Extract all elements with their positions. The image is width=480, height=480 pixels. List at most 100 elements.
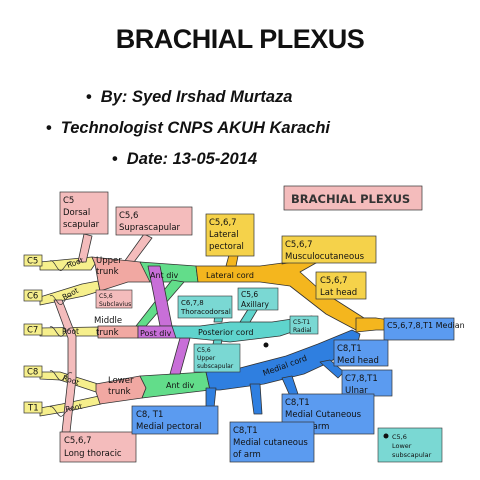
lat-head-1: C5,6,7 xyxy=(320,276,348,286)
author-bullet: •By: Syed Irshad Murtaza xyxy=(86,88,293,106)
medial-cut-arm-branch xyxy=(249,383,263,415)
label-med-head: C8,T1 Med head xyxy=(333,339,389,367)
root-label-c8: C8 xyxy=(27,368,38,378)
root-word-t1: Root xyxy=(65,402,84,414)
page-title: BRACHIAL PLEXUS xyxy=(115,24,365,54)
ant-div-label: Ant div xyxy=(150,271,179,280)
plexus-body xyxy=(39,233,391,433)
upper-trunk-label-2: trunk xyxy=(96,267,119,277)
axillary-1: C5,6 xyxy=(241,290,258,299)
long-thoracic-1: C5,6,7 xyxy=(64,436,92,446)
upper-subscapular-2: Upper xyxy=(197,355,216,362)
ulnar-1: C7,8,T1 xyxy=(345,374,378,384)
subclavius-1: C5,6 xyxy=(99,293,113,300)
medial-pectoral-1: C8, T1 xyxy=(136,410,163,420)
upper-trunk-label-1: Upper xyxy=(96,256,122,266)
lower-ant-div-shape xyxy=(139,371,211,399)
legend-lower-subscapular: C5,6 Lower subscapular xyxy=(377,427,443,463)
medial-cut-arm-1: C8,T1 xyxy=(233,426,258,436)
date-bullet: •Date: 13-05-2014 xyxy=(112,150,258,168)
musculocutaneous-2: Musculocutaneous xyxy=(285,252,365,262)
label-axillary: C5,6 Axillary xyxy=(237,287,279,311)
affiliation-text: Technologist CNPS AKUH Karachi xyxy=(60,119,331,137)
lower-trunk-label-1: Lower xyxy=(108,376,134,386)
lower-post-div-shape xyxy=(169,337,191,375)
root-labels: C5 C6 C7 C8 T1 xyxy=(23,254,43,414)
label-long-thoracic: C5,6,7 Long thoracic xyxy=(59,431,137,463)
root-box-c6 xyxy=(23,289,43,302)
label-lat-head: C5,6,7 Lat head xyxy=(315,271,367,300)
medial-cut-arm-3: of arm xyxy=(233,450,261,460)
author-text: By: Syed Irshad Murtaza xyxy=(100,88,293,106)
median-text: C5,6,7,8,T1 Median xyxy=(387,321,465,330)
root-box-c8 xyxy=(23,365,43,378)
medial-cut-arm-2: Medial cutaneous xyxy=(233,438,308,448)
post-div-label: Post div xyxy=(140,329,172,338)
lower-trunk-label-2: trunk xyxy=(108,387,131,397)
root-label-c5: C5 xyxy=(27,257,38,267)
lateral-pectoral-3: pectoral xyxy=(209,242,244,252)
thoracodorsal-1: C6,7,8 xyxy=(181,299,204,307)
label-dorsal-scapular: C5 Dorsal scapular xyxy=(59,191,109,235)
label-medial-pectoral: C8, T1 Medial pectoral xyxy=(131,405,219,435)
radial-1: C5-T1 xyxy=(293,319,310,326)
root-word-c7: Root xyxy=(62,327,79,336)
medial-pectoral-branch xyxy=(205,387,217,409)
subclavius-2: Subclavius xyxy=(99,301,131,308)
legend-line-3: subscapular xyxy=(392,451,432,459)
banner-text: BRACHIAL PLEXUS xyxy=(291,192,410,206)
label-lateral-pectoral: C5,6,7 Lateral pectoral xyxy=(205,213,255,257)
medial-cut-forearm-2: Medial Cutaneous xyxy=(285,410,362,420)
label-suprascapular: C5,6 Suprascapular xyxy=(115,206,193,236)
affiliation-bullet: •Technologist CNPS AKUH Karachi xyxy=(46,119,331,137)
date-text: Date: 13-05-2014 xyxy=(126,150,258,168)
label-medial-cut-arm: C8,T1 Medial cutaneous of arm xyxy=(229,421,315,463)
posterior-cord-label: Posterior cord xyxy=(198,328,253,337)
root-box-t1 xyxy=(23,401,43,414)
suprascapular-1: C5,6 xyxy=(119,211,138,221)
lat-head-2: Lat head xyxy=(320,288,357,298)
legend-line-2: Lower xyxy=(392,442,412,450)
medial-cut-forearm-1: C8,T1 xyxy=(285,398,310,408)
thoracodorsal-2: Thoracodorsal xyxy=(180,308,231,316)
label-upper-subscapular: C5,6 Upper subscapular xyxy=(193,343,241,373)
dorsal-scapular-branch xyxy=(77,233,93,263)
med-head-1: C8,T1 xyxy=(337,344,362,354)
middle-trunk-label-1: Middle xyxy=(94,316,122,326)
upper-subscapular-3: subscapular xyxy=(197,363,234,370)
lateral-pectoral-1: C5,6,7 xyxy=(209,218,237,228)
label-radial: C5-T1 Radial xyxy=(289,315,319,335)
middle-trunk-label-2: trunk xyxy=(96,328,119,338)
label-thoracodorsal: C6,7,8 Thoracodorsal xyxy=(177,295,233,319)
musculocutaneous-1: C5,6,7 xyxy=(285,240,313,250)
ant-div-lower-label: Ant div xyxy=(166,381,195,390)
ulnar-2: Ulnar xyxy=(345,386,368,396)
root-box-c7 xyxy=(23,323,43,336)
lower-subscapular-dot xyxy=(263,342,269,348)
dorsal-scapular-2: Dorsal xyxy=(63,208,90,218)
dorsal-scapular-3: scapular xyxy=(63,220,100,230)
label-musculocutaneous: C5,6,7 Musculocutaneous xyxy=(281,235,377,264)
trunk-labels: Upper trunk Middle trunk Lower trunk xyxy=(94,256,134,397)
radial-2: Radial xyxy=(293,327,312,334)
suprascapular-2: Suprascapular xyxy=(119,223,181,233)
root-box-c5 xyxy=(23,254,43,267)
root-label-c7: C7 xyxy=(27,326,38,336)
legend-line-1: C5,6 xyxy=(392,433,407,441)
label-median: C5,6,7,8,T1 Median xyxy=(383,317,465,341)
root-label-c6: C6 xyxy=(27,292,38,302)
root-twists xyxy=(49,260,73,417)
suprascapular-branch xyxy=(123,233,153,263)
upper-subscapular-1: C5,6 xyxy=(197,347,211,354)
axillary-2: Axillary xyxy=(241,300,269,309)
lateral-pectoral-2: Lateral xyxy=(209,230,239,240)
medial-cut-forearm-branch xyxy=(281,375,299,397)
medial-pectoral-2: Medial pectoral xyxy=(136,422,202,432)
long-thoracic-2: Long thoracic xyxy=(64,449,122,459)
lateral-cord-label: Lateral cord xyxy=(206,271,254,280)
dorsal-scapular-1: C5 xyxy=(63,196,74,206)
label-ulnar: C7,8,T1 Ulnar xyxy=(341,369,393,397)
med-head-2: Med head xyxy=(337,356,379,366)
brachial-plexus-banner: BRACHIAL PLEXUS xyxy=(283,185,423,211)
